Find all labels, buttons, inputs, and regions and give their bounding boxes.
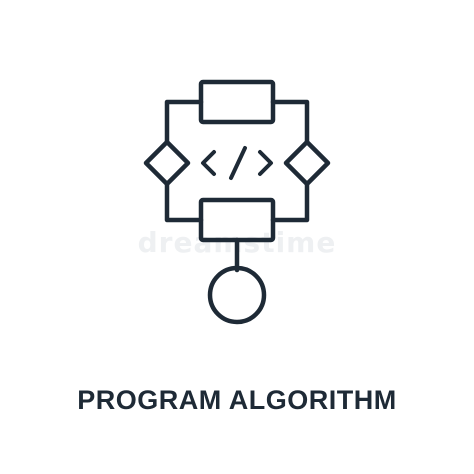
connector-right [270, 99, 310, 223]
top-process-box [198, 79, 276, 125]
bottom-process-box [198, 197, 276, 243]
terminal-circle [207, 265, 267, 325]
caption-title: PROGRAM ALGORITHM [77, 385, 397, 415]
program-algorithm-icon [143, 79, 331, 325]
code-symbol [201, 146, 273, 180]
right-decision-diamond [283, 139, 331, 187]
connector-left [164, 99, 204, 223]
left-decision-diamond [143, 139, 191, 187]
